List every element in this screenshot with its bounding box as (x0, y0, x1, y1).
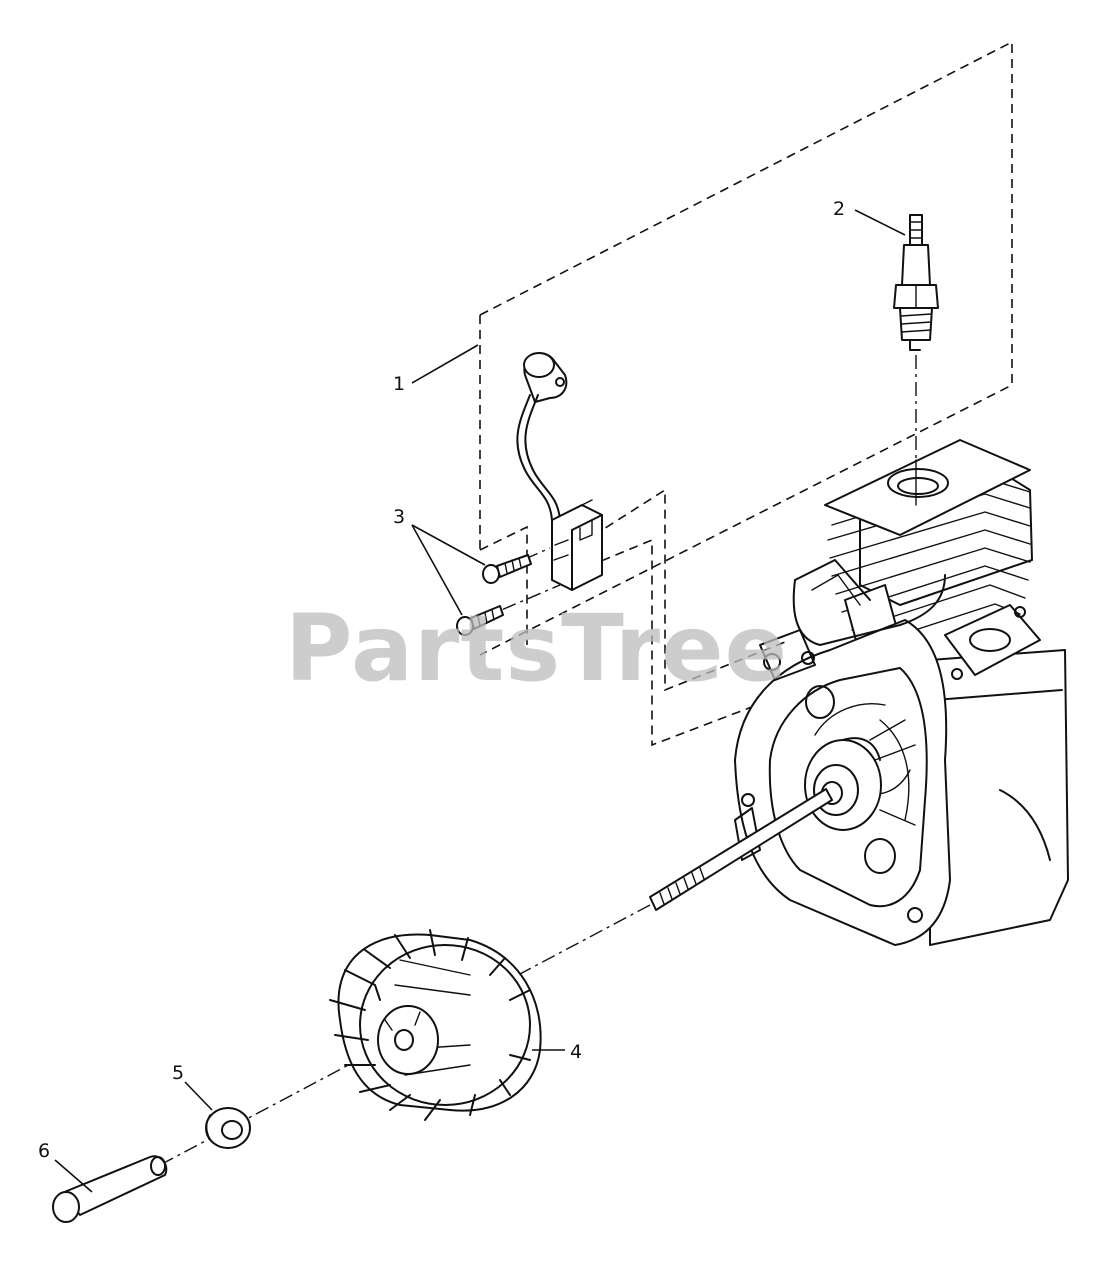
callout-6: 6 (38, 1140, 50, 1162)
callout-4: 4 (570, 1041, 582, 1063)
crankshaft (649, 788, 833, 911)
washer (205, 1107, 251, 1149)
spark-plug (893, 214, 939, 351)
mounting-screws (456, 554, 532, 636)
callout-5: 5 (172, 1062, 184, 1084)
engine-block (734, 439, 1069, 946)
callout-1: 1 (393, 373, 405, 395)
ignition-coil (516, 352, 603, 591)
ignition-group-outline (479, 40, 1013, 656)
callout-3: 3 (393, 506, 405, 528)
flywheel-fan (329, 929, 542, 1121)
screw-lower (456, 605, 504, 636)
screw-centerline-lower (477, 584, 561, 621)
coil-connection-lines (554, 488, 791, 747)
callout-leaders (54, 209, 906, 1193)
partstree-watermark: PartsTree (285, 595, 788, 702)
sleeve (52, 1155, 168, 1223)
callout-2: 2 (833, 198, 845, 220)
screw-upper (482, 554, 532, 584)
